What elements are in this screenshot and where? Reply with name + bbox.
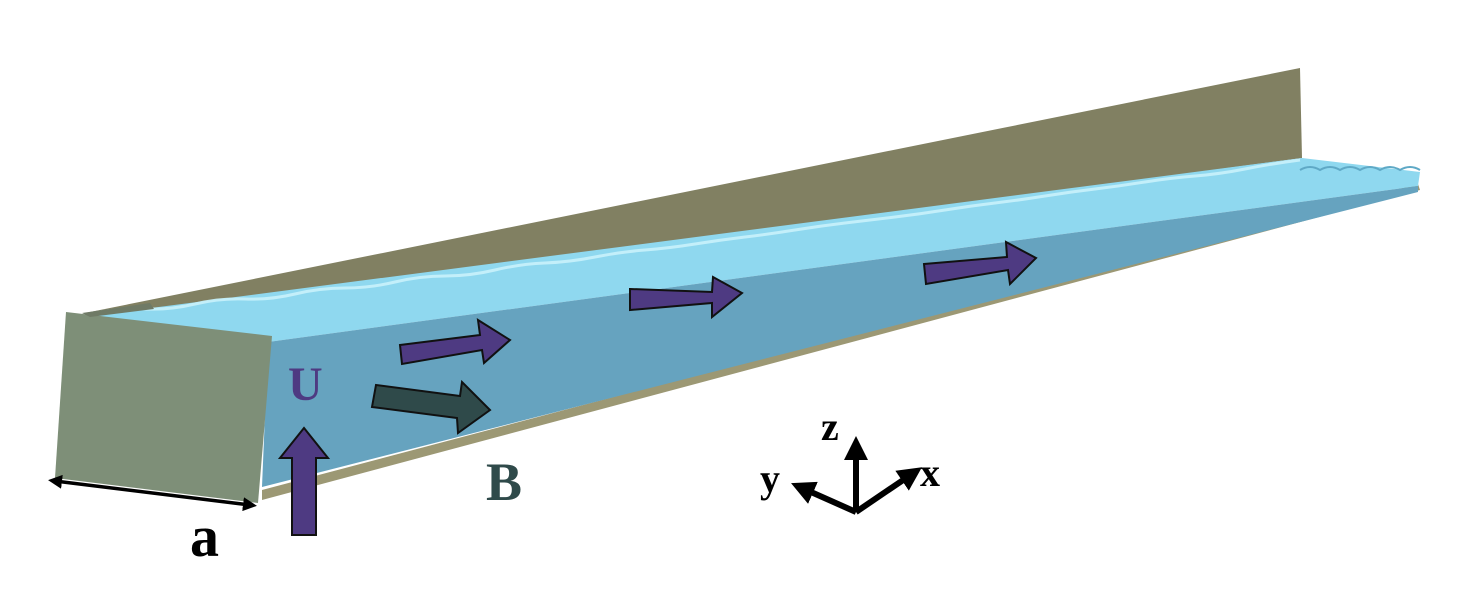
width-dimension-line	[48, 474, 257, 512]
water-front	[262, 186, 1418, 487]
axis-z-label: z	[821, 404, 839, 449]
axis-y-label: y	[760, 456, 780, 501]
end-cap-rim	[82, 303, 154, 317]
velocity-inflow-arrow	[277, 426, 331, 536]
flow-arrow-icon	[629, 275, 744, 320]
channel-end-cap	[55, 312, 272, 503]
channel-back-wall	[85, 68, 1302, 318]
water-surface	[90, 158, 1420, 342]
field-arrow-icon	[370, 379, 492, 435]
axis-triad-icon	[791, 436, 922, 515]
field-label: B	[486, 452, 522, 512]
velocity-label: U	[288, 358, 323, 411]
surface-ripples-end	[1299, 166, 1421, 172]
flow-arrow-icon	[398, 318, 512, 366]
flow-arrow-icon	[922, 240, 1038, 287]
surface-ripples	[94, 158, 1301, 315]
axis-x-label: x	[920, 450, 940, 495]
width-label: a	[190, 504, 219, 569]
